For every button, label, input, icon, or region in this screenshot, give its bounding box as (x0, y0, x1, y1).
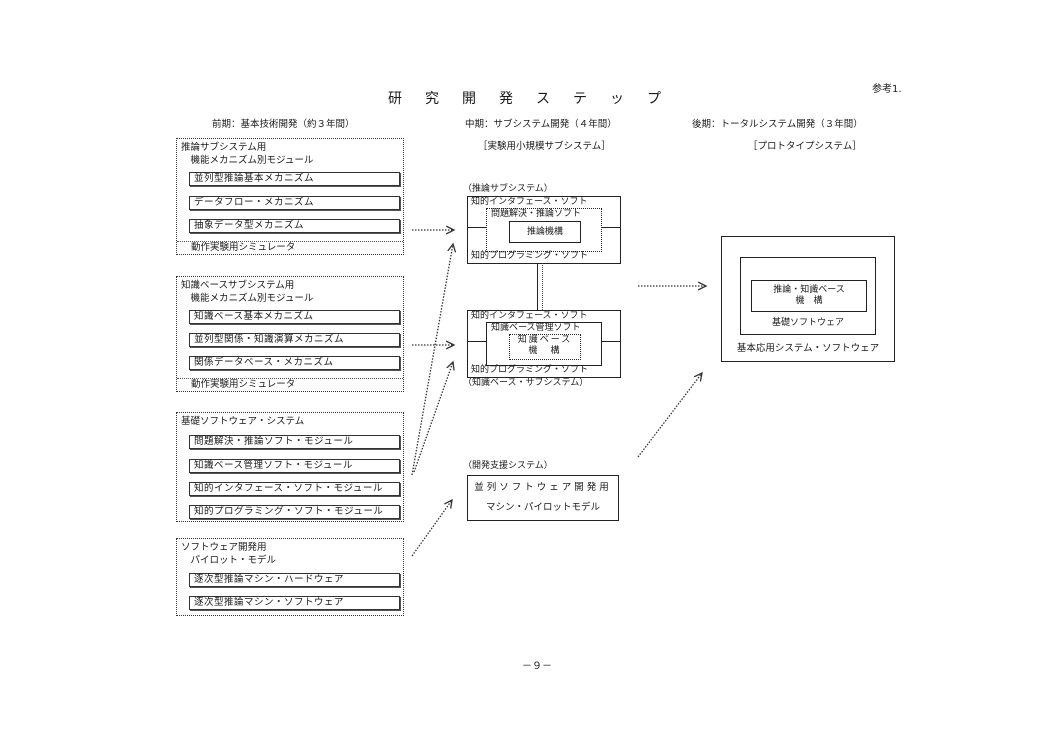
inner-top-label: 問題解決・推論ソフト (491, 209, 582, 219)
module-item: 知識ベース基本メカニズム (189, 310, 400, 324)
group-title: ソフトウェア開発用 パイロット・モデル (181, 542, 277, 566)
dev-support-caption: （開発支援システム） (463, 461, 553, 471)
inner-box: 知識ベース管理ソフト 知識ベース 機 構 (486, 322, 602, 366)
group-inference-modules: 推論サブシステム用 機能メカニズム別モジュール 並列型推論基本メカニズム データ… (176, 138, 404, 255)
phase-late-sublabel: ［プロトタイプシステム］ (748, 141, 862, 152)
outer-top-label: 知的インタフェース・ソフト (471, 311, 588, 321)
knowledge-subsystem-box: 知的インタフェース・ソフト 知識ベース管理ソフト 知識ベース 機 構 知的プログ… (467, 310, 621, 378)
connector-line (468, 341, 486, 342)
outer-bottom-label: 知的プログラミング・ソフト (471, 251, 589, 261)
group-title: 基礎ソフトウェア・システム (181, 416, 305, 427)
inner-box: 問題解決・推論ソフト 推論機構 (486, 208, 602, 252)
core-line2: 機 構 (528, 346, 562, 356)
reference-label: 参考1. (872, 84, 902, 95)
prototype-core: 推論・知識ベース 機 構 (751, 280, 867, 312)
core-line1: 知識ベース (517, 335, 573, 345)
module-item: 問題解決・推論ソフト・モジュール (189, 435, 400, 449)
phase-middle-sublabel: ［実験用小規模サブシステム］ (478, 141, 611, 152)
arrow-basic-to-knowledge (413, 362, 453, 473)
dev-support-line2: マシン・パイロットモデル (485, 502, 600, 513)
inference-subsystem-box: 知的インタフェース・ソフト 問題解決・推論ソフト 推論機構 知的プログラミング・… (467, 196, 621, 264)
module-item: 抽象データ型メカニズム (189, 219, 400, 233)
middle-layer-label: 基礎ソフトウェア (771, 318, 844, 328)
prototype-outer-box: 推論・知識ベース 機 構 基礎ソフトウェア 基本応用システム・ソフトウェア (721, 236, 895, 362)
page-number: －９－ (522, 661, 552, 672)
dev-support-box: 並列ソフトウェア開発用 マシン・パイロットモデル (467, 475, 619, 521)
group-pilot-model: ソフトウェア開発用 パイロット・モデル 逐次型推論マシン・ハードウェア 逐次型推… (176, 538, 404, 616)
group-basic-software: 基礎ソフトウェア・システム 問題解決・推論ソフト・モジュール 知識ベース管理ソフ… (176, 412, 404, 522)
outer-layer-label: 基本応用システム・ソフトウェア (736, 343, 880, 354)
core-line2: 機 構 (795, 296, 823, 306)
module-item: データフロー・メカニズム (189, 196, 400, 210)
subsystem-link (537, 263, 543, 310)
module-item: 逐次型推論マシン・ソフトウェア (189, 596, 400, 610)
knowledge-core: 知識ベース 機 構 (509, 334, 581, 360)
simulator-row: 動作実験用シミュレータ (177, 378, 403, 391)
group-title: 知識ベースサブシステム用 機能メカニズム別モジュール (181, 280, 314, 304)
inference-core: 推論機構 (509, 221, 581, 243)
module-item: 逐次型推論マシン・ハードウェア (189, 573, 400, 587)
arrow-devsupport-to-prototype (637, 373, 702, 458)
module-item: 知的インタフェース・ソフト・モジュール (189, 482, 400, 496)
arrow-basic-to-inference (411, 244, 453, 476)
phase-early-label: 前期：基本技術開発（約３年間） (212, 119, 355, 130)
inner-top-label: 知識ベース管理ソフト (491, 323, 581, 333)
inference-subsystem-caption: （推論サブシステム） (463, 184, 553, 194)
dev-support-line1: 並列ソフトウェア開発用 (474, 482, 612, 493)
group-knowledge-modules: 知識ベースサブシステム用 機能メカニズム別モジュール 知識ベース基本メカニズム … (176, 276, 404, 392)
simulator-row: 動作実験用シミュレータ (177, 241, 403, 254)
group-title: 推論サブシステム用 機能メカニズム別モジュール (181, 142, 314, 166)
connector-line (602, 341, 620, 342)
page-title: 研究開発ステップ (388, 91, 684, 107)
outer-bottom-label: 知的プログラミング・ソフト (471, 365, 589, 375)
connector-line (602, 227, 620, 228)
module-item: 知的プログラミング・ソフト・モジュール (189, 505, 400, 519)
arrow-pilot-to-devsupport (411, 500, 452, 557)
knowledge-subsystem-caption: （知識ベース・サブシステム） (463, 378, 589, 388)
module-item: 並列型関係・知識演算メカニズム (189, 333, 400, 347)
basic-software-box: 推論・知識ベース 機 構 基礎ソフトウェア (740, 257, 876, 335)
module-item: 関係データベース・メカニズム (189, 356, 400, 370)
module-item: 並列型推論基本メカニズム (189, 172, 400, 186)
core-line1: 推論・知識ベース (773, 285, 845, 295)
phase-middle-label: 中期：サブシステム開発（４年間） (465, 119, 617, 130)
module-item: 知識ベース管理ソフト・モジュール (189, 459, 400, 473)
phase-late-label: 後期：トータルシステム開発（３年間） (692, 119, 863, 130)
outer-top-label: 知的インタフェース・ソフト (471, 197, 588, 207)
connector-line (468, 227, 486, 228)
